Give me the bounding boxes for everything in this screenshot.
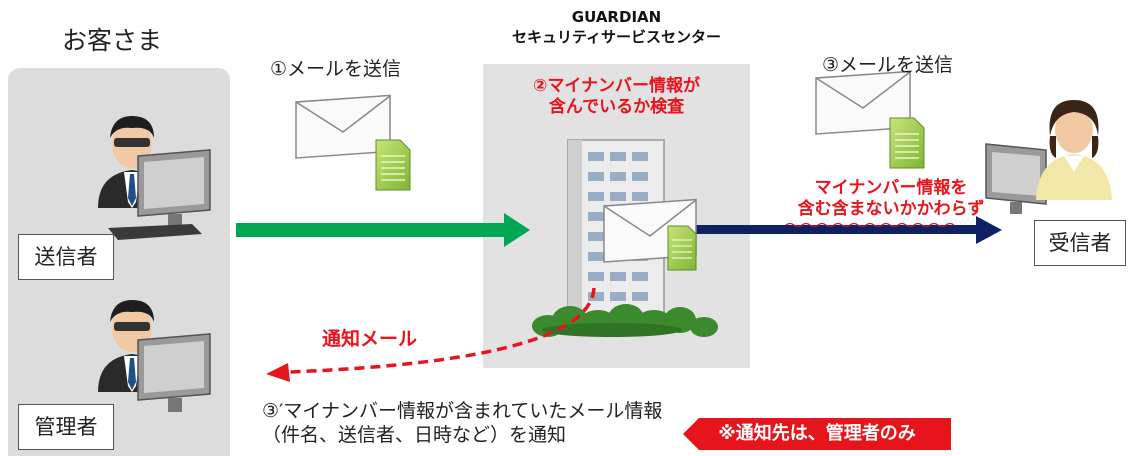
customer-title: お客さま	[62, 26, 163, 55]
envelope-icon	[295, 94, 391, 159]
attachment-doc-icon	[667, 225, 697, 271]
notify-mail-label: 通知メール	[322, 328, 418, 350]
guardian-subtitle: セキュリティサービスセンター	[511, 28, 722, 46]
step3-send-label: ③メールを送信	[822, 54, 954, 76]
admin-label: 管理者	[18, 404, 114, 450]
regardless-line1: マイナンバー情報を	[814, 178, 968, 198]
guardian-title: GUARDIAN	[571, 8, 662, 26]
inspect-text-line1: ②マイナンバー情報が	[532, 76, 701, 96]
step1-send-label: ①メールを送信	[270, 58, 402, 80]
green-send-arrow	[236, 213, 530, 247]
sender-computer-icon	[108, 149, 211, 240]
attachment-doc-icon	[889, 117, 925, 169]
envelope-icon	[815, 70, 911, 135]
sender-label: 送信者	[18, 234, 114, 280]
admin-computer-icon	[137, 333, 211, 412]
receiver-label: 受信者	[1034, 220, 1126, 266]
receiver-person-icon	[1036, 100, 1112, 200]
trees-icon	[532, 304, 718, 337]
attachment-doc-icon	[375, 139, 411, 191]
admin-only-callout: ※通知先は、管理者のみ	[683, 418, 951, 450]
regardless-line2: 含む含まないかかわらず	[797, 199, 985, 219]
notify-dashed-arrow	[266, 287, 596, 382]
navy-forward-arrow	[690, 216, 1002, 244]
receiver-computer-icon	[985, 143, 1047, 214]
inspect-text-line2: 含んでいるか検査	[548, 97, 685, 117]
notify-desc-line2: （件名、送信者、日時など）を通知	[262, 424, 567, 446]
regardless-underline	[785, 222, 955, 228]
notify-desc-line1: ③′マイナンバー情報が含まれていたメール情報	[262, 400, 663, 422]
